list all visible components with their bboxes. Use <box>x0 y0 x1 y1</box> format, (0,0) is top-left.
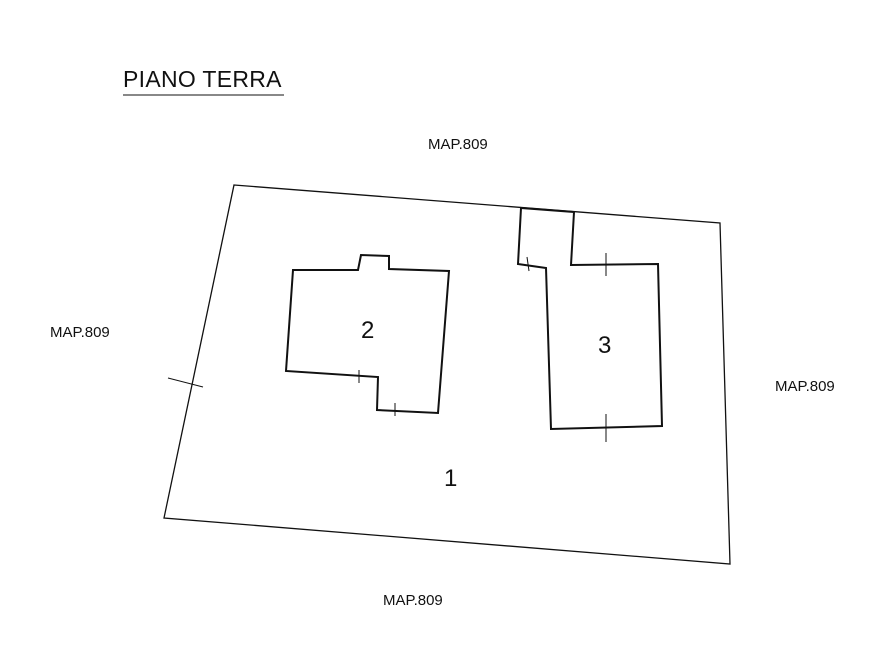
lot-boundary <box>163 184 731 565</box>
parcel-1-label: 1 <box>444 465 458 492</box>
boundary-label-north: MAP.809 <box>428 136 488 153</box>
boundary-label-east: MAP.809 <box>775 378 835 395</box>
building-3-tick-left <box>526 256 530 272</box>
title-underline <box>123 94 284 96</box>
building-2-outline <box>284 253 451 415</box>
parcel-3-label: 3 <box>598 332 612 359</box>
boundary-label-west: MAP.809 <box>50 324 110 341</box>
boundary-tick-west <box>167 377 204 388</box>
page-title: PIANO TERRA <box>123 66 282 92</box>
building-3-outline <box>516 206 664 431</box>
boundary-label-south: MAP.809 <box>383 592 443 609</box>
parcel-2-label: 2 <box>361 317 375 344</box>
